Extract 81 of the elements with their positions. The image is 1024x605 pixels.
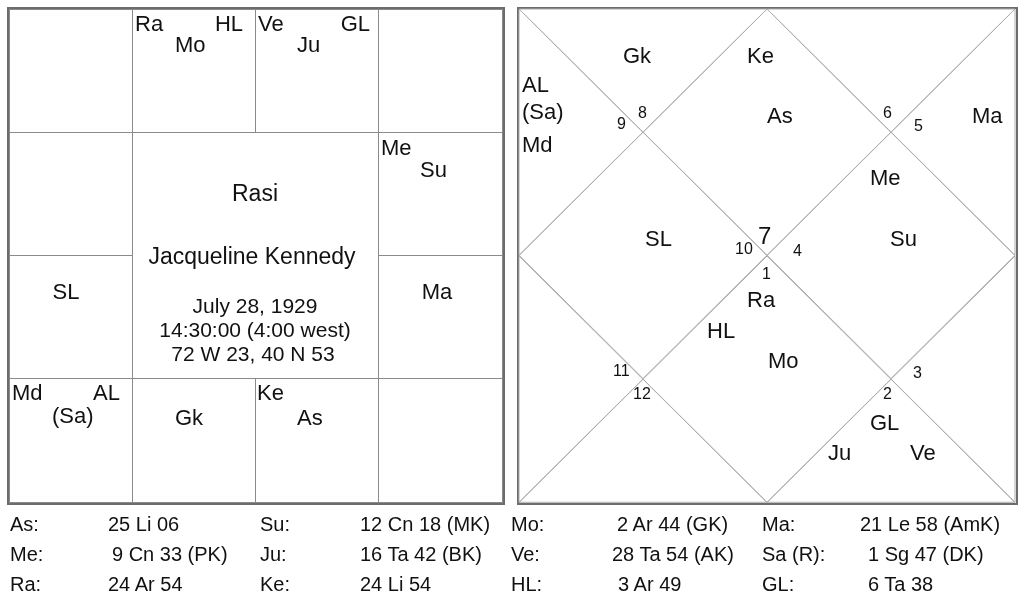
planet-key: Mo: — [511, 514, 545, 534]
chart-frame — [7, 7, 505, 505]
house-number: 1 — [762, 266, 771, 282]
planet-key: Ju: — [260, 544, 287, 564]
planet-longitude: 24 Ar 54 — [108, 574, 183, 594]
planet-key: Ma: — [762, 514, 796, 534]
planet-key: Su: — [260, 514, 291, 534]
planet-key: Sa (R): — [762, 544, 826, 564]
planet-key: Ke: — [260, 574, 291, 594]
planet-label: Ve — [910, 442, 936, 464]
planet-label: GL — [340, 13, 370, 35]
planet-label: Ke — [747, 45, 774, 67]
birth-details: 14:30:00 (4:00 west) — [159, 319, 351, 340]
house-cell — [9, 9, 133, 133]
planet-label: Md — [522, 134, 553, 156]
planet-label: Me — [381, 137, 412, 159]
planet-longitude: 16 Ta 42 (BK) — [360, 544, 482, 564]
planet-longitude: 2 Ar 44 (GK) — [617, 514, 729, 534]
planet-key: As: — [10, 514, 39, 534]
planet-label: (Sa) — [522, 101, 564, 123]
planet-label: Gk — [174, 407, 204, 429]
house-number: 9 — [617, 116, 626, 132]
house-number: 3 — [913, 365, 922, 381]
house-cell — [9, 378, 133, 503]
planet-label: Ju — [297, 34, 321, 56]
planet-label: Ke — [257, 382, 284, 404]
planet-longitude: 28 Ta 54 (AK) — [612, 544, 734, 564]
house-number: 6 — [883, 105, 892, 121]
planet-label: AL — [93, 382, 120, 404]
planet-label: Ra — [747, 289, 776, 311]
planet-label: Gk — [623, 45, 652, 67]
chart-frame — [517, 7, 1018, 505]
planet-label: Ra — [135, 13, 164, 35]
house-cell — [378, 378, 503, 503]
house-number: 4 — [793, 243, 802, 259]
planet-longitude: 25 Li 06 — [108, 514, 180, 534]
house-number: 8 — [638, 105, 647, 121]
planet-label: (Sa) — [52, 405, 94, 427]
planet-label: GL — [870, 412, 900, 434]
planet-label: Mo — [768, 350, 799, 372]
planet-label: Me — [870, 167, 901, 189]
planet-label: HL — [214, 13, 243, 35]
planet-longitude: 21 Le 58 (AmK) — [860, 514, 1001, 534]
house-number: 10 — [735, 241, 753, 257]
planet-label: Mo — [175, 34, 206, 56]
chart-title: Rasi — [232, 182, 278, 205]
planet-key: Ve: — [511, 544, 540, 564]
planet-key: Ra: — [10, 574, 42, 594]
planet-longitude: 9 Cn 33 (PK) — [112, 544, 228, 564]
planet-longitude: 6 Ta 38 — [868, 574, 934, 594]
planet-key: HL: — [511, 574, 543, 594]
planet-key: Me: — [10, 544, 44, 564]
planet-label: Md — [12, 382, 43, 404]
planet-label: Ma — [972, 105, 1003, 127]
person-name: Jacqueline Kennedy — [148, 245, 356, 268]
planet-label: AL — [522, 74, 549, 96]
house-cell — [378, 9, 503, 133]
house-number: 5 — [914, 118, 923, 134]
birth-details: 72 W 23, 40 N 53 — [171, 343, 335, 364]
birth-details: July 28, 1929 — [192, 295, 318, 316]
house-triangle — [519, 378, 767, 502]
planet-label: HL — [707, 320, 736, 342]
planet-label: As — [767, 105, 793, 127]
planet-label: Ma — [421, 281, 453, 303]
planet-label: SL — [645, 228, 672, 250]
planet-label: As — [297, 407, 323, 429]
planet-longitude: 12 Cn 18 (MK) — [360, 514, 491, 534]
house-number: 12 — [633, 386, 651, 402]
planet-longitude: 1 Sg 47 (DK) — [868, 544, 984, 564]
planet-label: Su — [890, 228, 917, 250]
house-number: 2 — [883, 386, 892, 402]
planet-longitude: 3 Ar 49 — [618, 574, 682, 594]
planet-label: Ve — [258, 13, 284, 35]
planet-key: GL: — [762, 574, 795, 594]
house-number: 11 — [613, 363, 630, 379]
house-number: 7 — [758, 224, 772, 248]
planet-label: SL — [52, 281, 80, 303]
planet-label: Su — [420, 159, 447, 181]
planet-longitude: 24 Li 54 — [360, 574, 432, 594]
house-triangle — [767, 378, 1015, 502]
planet-label: Ju — [828, 442, 852, 464]
